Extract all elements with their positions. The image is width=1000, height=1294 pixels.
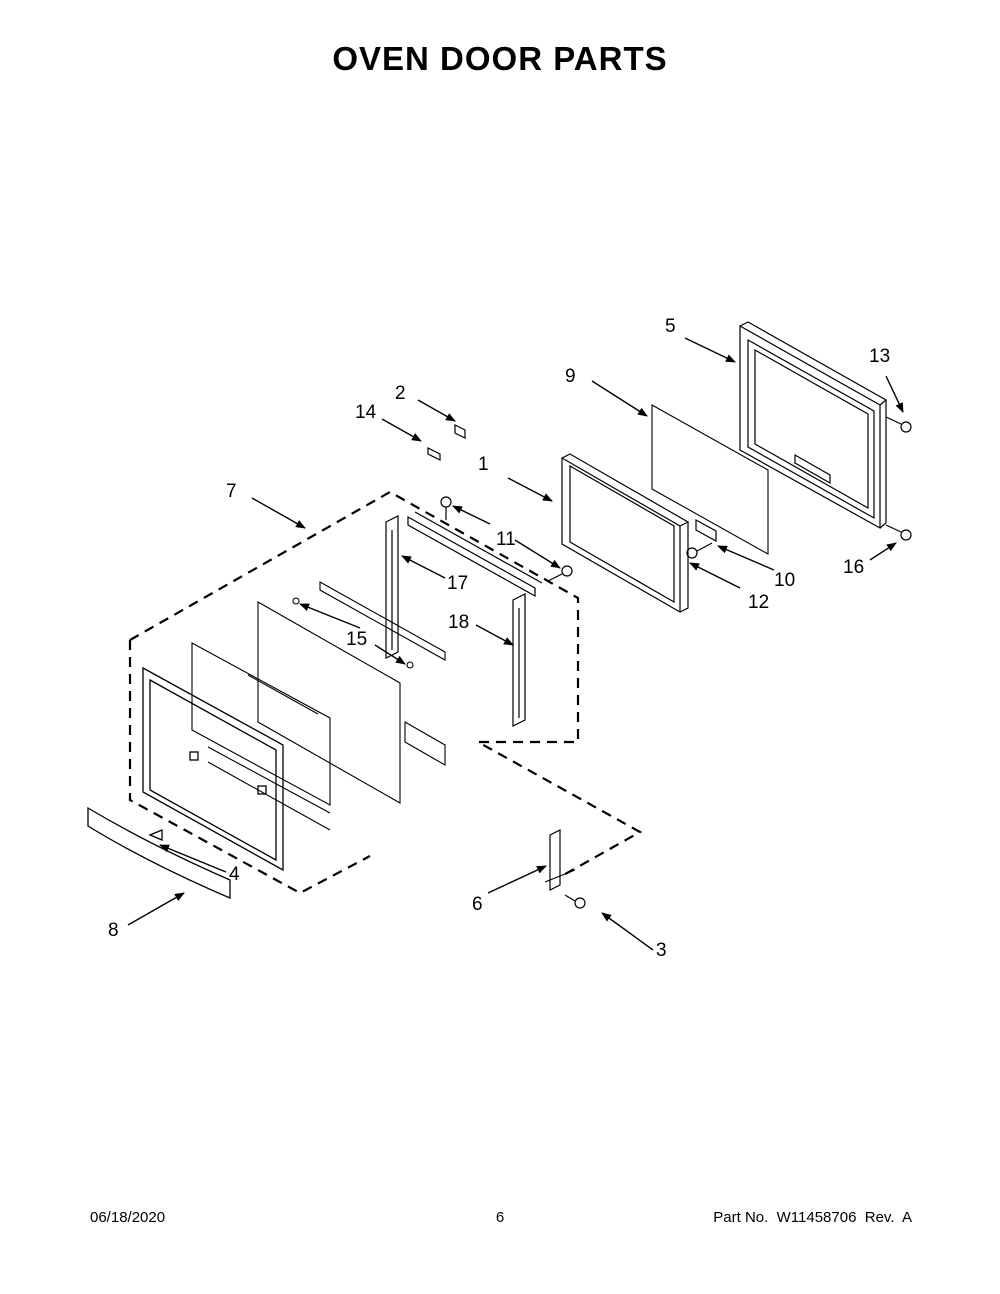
- callout-5: 5: [665, 316, 676, 337]
- callout-6: 6: [472, 894, 483, 915]
- screw-parts-11: [440, 496, 573, 582]
- callout-2: 2: [395, 383, 406, 404]
- footer-page-number: 6: [495, 1209, 505, 1226]
- door-handle-part: [87, 806, 231, 899]
- clip-parts: [427, 424, 466, 461]
- callout-labels: 1 2 3 4 5 6 7 8 9 10 11 12 13 14 15 16 1…: [108, 316, 890, 961]
- callout-16: 16: [843, 557, 864, 578]
- door-assembly-dashed-outline: [128, 490, 643, 895]
- outer-door-panel: [142, 666, 284, 872]
- callout-17: 17: [447, 573, 468, 594]
- footer-part-number: Part No. W11458706 Rev. A: [713, 1209, 912, 1226]
- callout-8: 8: [108, 920, 119, 941]
- hinge-parts: [544, 829, 586, 909]
- callout-12: 12: [748, 592, 769, 613]
- callout-14: 14: [355, 402, 377, 423]
- callout-13: 13: [869, 346, 890, 367]
- callout-4: 4: [229, 864, 240, 885]
- callout-leaders: [127, 337, 904, 951]
- door-glass-layers: [257, 581, 446, 804]
- rear-glass-part: [651, 404, 769, 555]
- rear-frame-part: [739, 321, 888, 530]
- callout-3: 3: [656, 940, 667, 961]
- callout-10: 10: [774, 570, 795, 591]
- small-hardware: [686, 416, 912, 559]
- footer-date: 06/18/2020: [90, 1209, 166, 1226]
- callout-15: 15: [346, 629, 367, 650]
- page-title: OVEN DOOR PARTS: [332, 40, 668, 77]
- callout-9: 9: [565, 366, 576, 387]
- callout-1: 1: [478, 454, 489, 475]
- inner-frame-part: [561, 453, 690, 614]
- callout-18: 18: [448, 612, 469, 633]
- door-middle-panel: [191, 642, 331, 831]
- callout-7: 7: [226, 481, 237, 502]
- callout-11: 11: [496, 529, 516, 550]
